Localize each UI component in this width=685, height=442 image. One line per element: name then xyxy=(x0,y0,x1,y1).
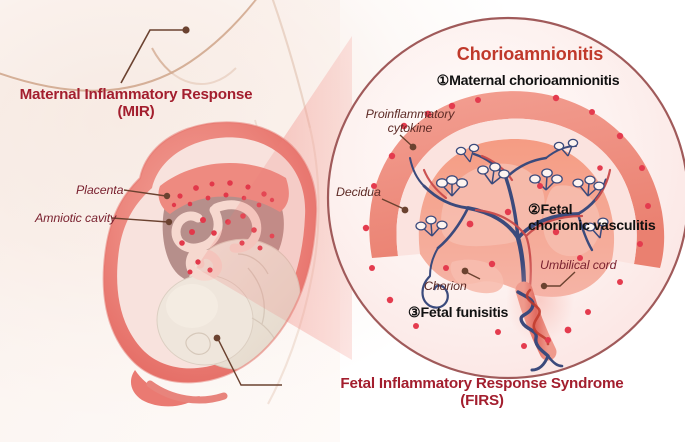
item1-text: Maternal chorioamnionitis xyxy=(449,73,620,89)
fetal-inflammatory-response-syndrome-title: Fetal Inflammatory Response Syndrome (FI… xyxy=(284,375,680,409)
label-amniotic-cavity: Amniotic cavity xyxy=(35,211,117,225)
item2-line1: Fetal xyxy=(540,202,573,218)
cytokine-line1: Proinflammatory xyxy=(365,107,455,121)
chorioamnionitis-title: Chorioamnionitis xyxy=(456,44,604,64)
placenta-anchor-dot xyxy=(163,192,171,200)
magnified-circle xyxy=(326,16,685,380)
umbilical-anchor-dot xyxy=(540,282,548,290)
item-fetal-funisitis: ③Fetal funisitis xyxy=(408,305,509,322)
cytokine-anchor-dot xyxy=(409,143,417,151)
firs-title-line1: Fetal Inflammatory Response Syndrome xyxy=(340,375,624,392)
chorion-anchor-dot xyxy=(461,267,469,275)
item1-marker: ① xyxy=(436,73,450,89)
label-chorion: Chorion xyxy=(424,279,467,293)
decidua-anchor-dot xyxy=(401,206,409,214)
circle-callout-leaders xyxy=(381,134,576,287)
item3-marker: ③ xyxy=(408,305,421,321)
label-proinflammatory-cytokine: Proinflammatory cytokine xyxy=(350,107,470,136)
label-placenta: Placenta xyxy=(76,183,124,197)
firs-anchor-dot xyxy=(213,334,221,342)
left-callout-leaders xyxy=(111,189,282,386)
item3-text: Fetal funisitis xyxy=(420,305,509,321)
maternal-inflammatory-response-title: Maternal Inflammatory Response (MIR) xyxy=(2,86,270,120)
amniotic-anchor-dot xyxy=(165,218,173,226)
label-umbilical-cord: Umbilical cord xyxy=(540,258,617,272)
mir-leader-line xyxy=(120,26,190,84)
label-decidua: Decidua xyxy=(336,185,381,199)
umbilical-cord-graphic xyxy=(506,256,574,372)
item2-marker: ② xyxy=(528,202,541,218)
cytokine-line2: cytokine xyxy=(387,121,433,136)
cytokine-dots xyxy=(362,94,651,349)
item-maternal-chorioamnionitis: ①Maternal chorioamnionitis xyxy=(378,73,678,90)
mir-title-line1: Maternal Inflammatory Response xyxy=(19,86,253,103)
firs-title-line2: (FIRS) xyxy=(460,392,504,410)
item2-line2: chorionic vasculitis xyxy=(528,217,656,234)
item-fetal-chorionic-vasculitis: ②Fetal chorionic vasculitis xyxy=(528,202,678,235)
mir-title-line2: (MIR) xyxy=(117,103,155,121)
